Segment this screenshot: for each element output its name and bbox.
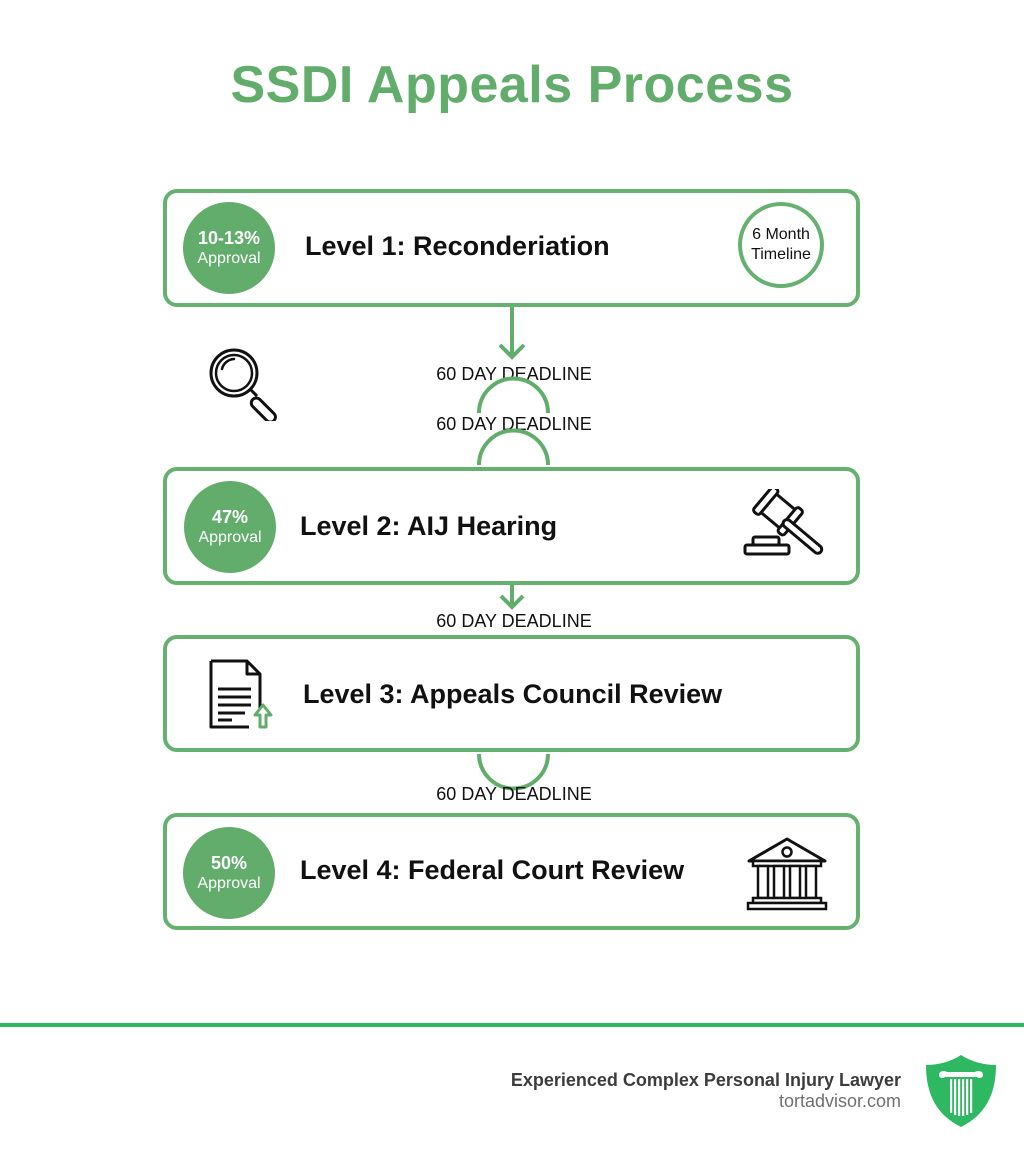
timeline-line-1: 6 Month <box>752 226 810 243</box>
level-title: Level 4: Federal Court Review <box>300 855 685 885</box>
arc-connector <box>477 376 550 414</box>
approval-rate: 47% <box>211 506 249 527</box>
deadline-label: 60 DAY DEADLINE <box>436 784 592 804</box>
level-4-card: 50% Approval Level 4: Federal Court Revi… <box>163 813 860 930</box>
level-1-card: 10-13% Approval Level 1: Reconderiation … <box>163 189 860 307</box>
approval-label: Approval <box>198 528 262 546</box>
level-title: Level 1: Reconderiation <box>305 231 610 261</box>
arrow-down-icon <box>499 585 525 610</box>
shield-column-icon <box>926 1055 996 1127</box>
level-title: Level 2: AIJ Hearing <box>300 511 558 541</box>
approval-badge: 47% Approval <box>184 481 276 573</box>
magnifying-glass-icon <box>209 348 277 421</box>
timeline-badge: 6 Month Timeline <box>738 202 824 288</box>
approval-rate: 10-13% <box>197 227 261 248</box>
approval-label: Approval <box>197 249 261 267</box>
page-title: SSDI Appeals Process <box>230 56 794 114</box>
document-upload-icon <box>209 659 273 729</box>
approval-badge: 50% Approval <box>183 827 275 919</box>
approval-badge: 10-13% Approval <box>183 202 275 294</box>
deadline-label: 60 DAY DEADLINE <box>436 364 592 384</box>
arc-connector <box>477 428 550 466</box>
timeline-line-2: Timeline <box>751 246 811 263</box>
deadline-label: 60 DAY DEADLINE <box>436 414 592 434</box>
courthouse-icon <box>746 837 828 911</box>
footer-divider <box>0 1023 1024 1027</box>
arc-connector <box>477 753 550 791</box>
approval-label: Approval <box>197 874 261 892</box>
approval-rate: 50% <box>210 852 248 873</box>
level-2-card: 47% Approval Level 2: AIJ Hearing <box>163 467 860 585</box>
level-3-card: Level 3: Appeals Council Review <box>163 635 860 752</box>
gavel-icon <box>743 489 824 556</box>
level-title: Level 3: Appeals Council Review <box>303 679 723 709</box>
deadline-label: 60 DAY DEADLINE <box>436 611 592 631</box>
footer-site-link[interactable]: tortadvisor.com <box>778 1091 901 1111</box>
arrow-down-icon <box>498 307 526 360</box>
footer-tagline: Experienced Complex Personal Injury Lawy… <box>510 1070 901 1090</box>
